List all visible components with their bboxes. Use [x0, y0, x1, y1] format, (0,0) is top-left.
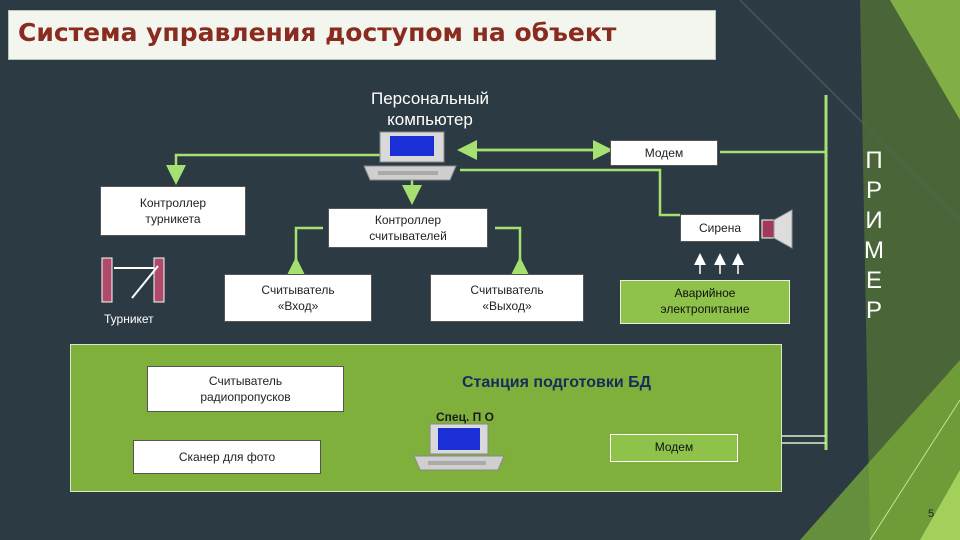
page-title: Система управления доступом на объект [18, 18, 617, 47]
title-bar [8, 10, 716, 60]
turnstile-controller-box: Контроллер турникета [100, 186, 246, 236]
turnstile-label: Турникет [104, 312, 154, 326]
turnstile-icon [101, 257, 165, 303]
side-letter: Р [865, 177, 882, 204]
reader-controller-box: Контроллер считывателей [328, 208, 488, 248]
side-letter: И [865, 207, 883, 234]
side-letter: П [865, 147, 883, 174]
side-letter: М [864, 237, 884, 264]
reader-out-box: Считыватель «Выход» [430, 274, 584, 322]
station-title: Станция подготовки БД [462, 374, 652, 391]
computer-icon [363, 131, 457, 181]
reader-in-connector [286, 226, 323, 277]
pc-to-siren-line [460, 168, 680, 217]
pc-label: Персональный компьютер [371, 89, 489, 130]
photo-scanner-box: Сканер для фото [133, 440, 321, 474]
page-number: 5 [928, 508, 935, 520]
radio-reader-box: Считыватель радиопропусков [147, 366, 344, 412]
siren-box: Сирена [680, 214, 760, 242]
computer-icon [413, 423, 505, 471]
reader-in-box: Считыватель «Вход» [224, 274, 372, 322]
side-letter: Е [865, 267, 882, 294]
reader-out-connector [495, 226, 530, 277]
speaker-icon [761, 209, 793, 249]
modem-top-box: Модем [610, 140, 718, 166]
emergency-power-box: Аварийное электропитание [620, 280, 790, 324]
modem-bottom-box: Модем [610, 434, 738, 462]
special-software-label: Спец. П О [436, 410, 494, 424]
side-letter: Р [865, 297, 882, 324]
pc-to-turnstile-controller-arrow [166, 153, 380, 185]
side-word: П Р И М Е Р [859, 146, 889, 326]
